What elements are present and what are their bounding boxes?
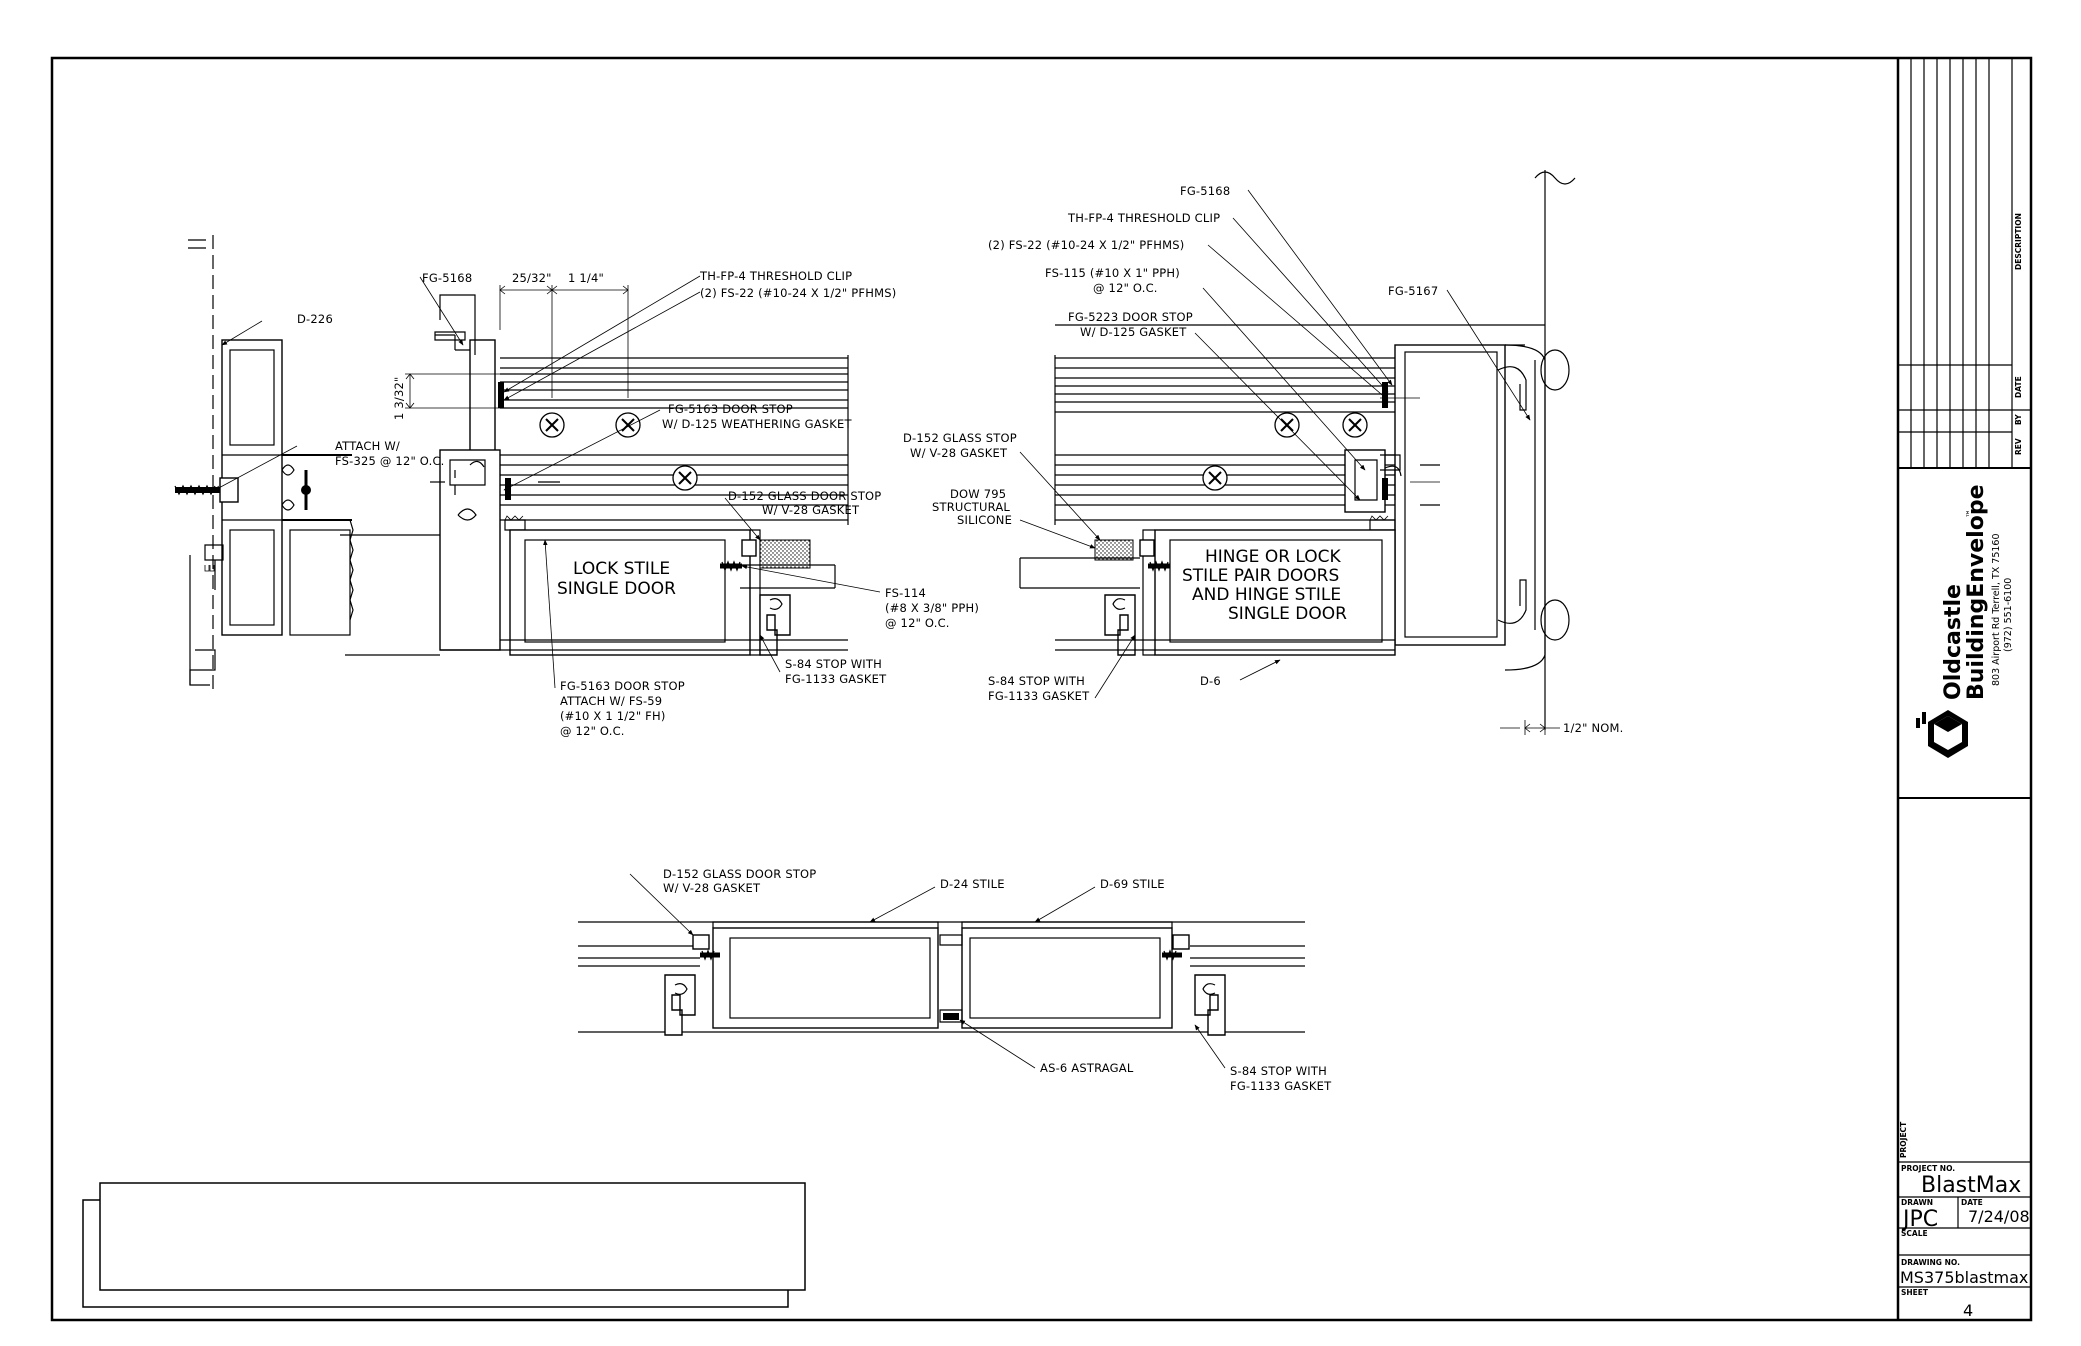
sheet-number: 4: [1963, 1301, 1973, 1320]
project-no-label: PROJECT NO.: [1901, 1164, 1955, 1173]
company-phone: (972) 551-6100: [2003, 578, 2014, 652]
label-dim-1-1-4: 1 1/4": [568, 271, 604, 285]
label-s84-right-2: FG-1133 GASKET: [988, 689, 1090, 703]
trademark: ™: [1966, 509, 1976, 518]
date-label: DATE: [1961, 1198, 1983, 1207]
label-fs114-1: FS-114: [885, 586, 926, 600]
company-name-2: BuildingEnvelope: [1964, 485, 1989, 701]
label-d152-right-2: W/ V-28 GASKET: [910, 446, 1008, 460]
project-label: PROJECT: [1899, 1121, 1908, 1158]
label-d152-left-1: D-152 GLASS DOOR STOP: [728, 489, 881, 503]
label-s84-left-1: S-84 STOP WITH: [785, 657, 882, 671]
label-dim-25-32: 25/32": [512, 271, 552, 285]
label-fg5168-left: FG-5168: [422, 271, 472, 285]
label-fg5163b-1: FG-5163 DOOR STOP: [560, 679, 685, 693]
label-fg5223-1: FG-5223 DOOR STOP: [1068, 310, 1193, 324]
label-s84-bottom-2: FG-1133 GASKET: [1230, 1079, 1332, 1093]
label-lock-stile-1: LOCK STILE: [573, 559, 670, 579]
label-hinge-4: SINGLE DOOR: [1228, 604, 1347, 624]
detail-hinge-stile: [1019, 170, 1576, 735]
date-value: 7/24/08: [1968, 1207, 2030, 1226]
label-fs114-2: (#8 X 3/8" PPH): [885, 601, 979, 615]
rev-header: REV: [2014, 438, 2023, 455]
label-d152-left-2: W/ V-28 GASKET: [762, 503, 860, 517]
label-fg5223-2: W/ D-125 GASKET: [1080, 325, 1187, 339]
label-hinge-1: HINGE OR LOCK: [1205, 547, 1342, 567]
label-fs22-right: (2) FS-22 (#10-24 X 1/2" PFHMS): [988, 238, 1184, 252]
by-header: BY: [2014, 414, 2023, 425]
label-d6: D-6: [1200, 674, 1221, 688]
date-header: DATE: [2014, 376, 2023, 398]
drawn-label: DRAWN: [1901, 1198, 1933, 1207]
label-fs115-2: @ 12" O.C.: [1093, 281, 1158, 295]
label-d152-right-1: D-152 GLASS STOP: [903, 431, 1017, 445]
label-fg5163b-3: (#10 X 1 1/2" FH): [560, 709, 666, 723]
label-fg5163b-2: ATTACH W/ FS-59: [560, 694, 662, 708]
label-d152-bottom-1: D-152 GLASS DOOR STOP: [663, 867, 816, 881]
label-s84-bottom-1: S-84 STOP WITH: [1230, 1064, 1327, 1078]
label-fg5167: FG-5167: [1388, 284, 1438, 298]
label-fs22-left: (2) FS-22 (#10-24 X 1/2" PFHMS): [700, 286, 896, 300]
drawing-labels: D-226 ATTACH W/ FS-325 @ 12" O.C. FG-516…: [297, 184, 1624, 1093]
label-fg5163-1: FG-5163 DOOR STOP: [668, 402, 793, 416]
drawing-no: MS375blastmax: [1900, 1268, 2028, 1287]
label-dow-2: STRUCTURAL: [932, 500, 1010, 514]
label-d69: D-69 STILE: [1100, 877, 1165, 891]
label-half-nom: 1/2" NOM.: [1563, 721, 1624, 735]
label-dow-3: SILICONE: [957, 513, 1012, 527]
label-d226: D-226: [297, 312, 333, 326]
label-dow-1: DOW 795: [950, 487, 1006, 501]
label-th-fp4-right: TH-FP-4 THRESHOLD CLIP: [1067, 211, 1220, 225]
detail-lock-stile: [340, 285, 849, 656]
label-s84-right-1: S-84 STOP WITH: [988, 674, 1085, 688]
notes-box: [82, 1182, 806, 1308]
label-s84-left-2: FG-1133 GASKET: [785, 672, 887, 686]
label-th-fp4-left: TH-FP-4 THRESHOLD CLIP: [699, 269, 852, 283]
project-no: BlastMax: [1921, 1173, 2021, 1198]
company-address: 803 Airport Rd Terrell, TX 75160: [1991, 533, 2002, 686]
label-dim-1-3-32: 1 3/32": [392, 377, 406, 421]
label-fg5168-right: FG-5168: [1180, 184, 1230, 198]
company-name-1: Oldcastle: [1941, 584, 1966, 700]
label-fs114-3: @ 12" O.C.: [885, 616, 950, 630]
scale-label: SCALE: [1901, 1229, 1928, 1238]
title-block: REV BY DATE DESCRIPTION Oldcastle Buildi…: [1896, 58, 2032, 1320]
label-as6: AS-6 ASTRAGAL: [1040, 1061, 1134, 1075]
drawing-no-label: DRAWING NO.: [1901, 1258, 1960, 1267]
label-hinge-3: AND HINGE STILE: [1192, 585, 1341, 605]
label-d24: D-24 STILE: [940, 877, 1005, 891]
label-fs325: FS-325 @ 12" O.C.: [335, 454, 445, 468]
sheet-label: SHEET: [1901, 1288, 1929, 1297]
detail-jamb-d226: [174, 235, 354, 690]
oldcastle-logo-icon: [1916, 710, 1968, 758]
label-fg5163-2: W/ D-125 WEATHERING GASKET: [662, 417, 852, 431]
label-d152-bottom-2: W/ V-28 GASKET: [663, 881, 761, 895]
label-fs115-1: FS-115 (#10 X 1" PPH): [1045, 266, 1180, 280]
description-header: DESCRIPTION: [2014, 213, 2023, 270]
label-lock-stile-2: SINGLE DOOR: [557, 579, 676, 599]
detail-pair-doors: [578, 921, 1305, 1036]
label-fg5163b-4: @ 12" O.C.: [560, 724, 625, 738]
label-attach-w: ATTACH W/: [335, 439, 400, 453]
leader-lines: [214, 189, 1531, 1069]
label-hinge-2: STILE PAIR DOORS: [1182, 566, 1339, 586]
